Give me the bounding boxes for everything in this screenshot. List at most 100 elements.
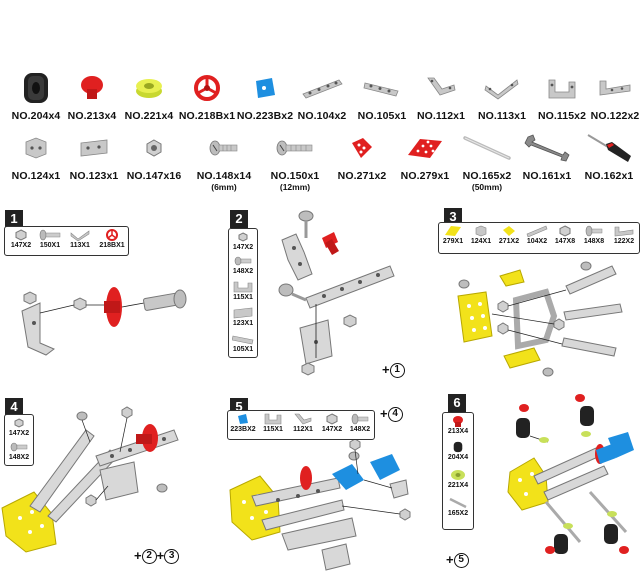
step-ref-circle: 4 [387,407,403,423]
step-parts-legend: 147X2 148X2 115X1 123X1 105X1 [228,228,258,358]
legend-label: 113X1 [70,242,90,249]
short-screw-icon [209,140,238,156]
legend-label: 148X2 [349,426,371,433]
part-label: NO.122x2 [590,110,640,122]
legend-label: 147X8 [554,238,576,245]
part-161: NO.161x1 [515,128,579,198]
nut-icon [326,413,338,425]
step-parts-legend: 147X2 150X1 113X1 218BX1 [4,226,129,256]
corner-block-icon [475,225,487,237]
step-number: 4 [5,398,23,416]
part-204: NO.204x4 [4,68,68,138]
step-number: 6 [448,394,466,412]
step-3-assembly-drawing [457,261,623,377]
legend-label: 115X1 [263,426,283,433]
part-label: NO.113x1 [477,110,527,122]
legend-label: 112X1 [293,426,313,433]
yellow-ring-icon [136,79,162,98]
parts-row-1: NO.204x4 NO.213x4 NO.221x4 NO.218Bx1 NO.… [0,68,642,138]
part-150: NO.150x1 (12mm) [263,128,327,198]
step-6-assembly-drawing [507,394,634,554]
part-label: NO.271x2 [337,170,387,182]
part-label: NO.213x4 [67,110,117,122]
screwdriver-icon [587,134,631,162]
step-4-assembly-drawing [1,406,179,553]
part-label: NO.150x1 [270,170,320,182]
plus-reference: +2+3 [134,548,180,565]
strip-icon [363,82,399,97]
legend-label: 218BX1 [99,242,125,249]
part-label: NO.147x16 [126,170,182,182]
legend-label: 123X1 [232,320,254,327]
legend-label: 223BX2 [230,426,256,433]
step-ref-circle: 2 [141,549,157,565]
tire-icon [24,73,48,103]
part-124: NO.124x1 [4,128,68,198]
step-2-assembly-drawing [278,210,395,376]
part-label: NO.104x2 [297,110,347,122]
red-cap-icon [81,76,103,99]
angle-bracket-icon [294,413,312,425]
step-number: 3 [444,208,462,226]
nut-icon [559,225,571,237]
step-parts-legend: 213X4 204X4 221X4 165X2 [442,412,474,530]
long-strip-icon [526,225,548,237]
plus-reference: +1 [382,362,405,379]
part-label: NO.105x1 [357,110,407,122]
legend-label: 105X1 [232,346,254,353]
short-screw-icon [10,442,28,452]
step-1-assembly-drawing [21,287,187,356]
part-213: NO.213x4 [60,68,124,138]
legend-label: 147X2 [232,244,254,251]
part-label: NO.221x4 [124,110,174,122]
legend-label: 165X2 [447,510,469,517]
red-grid-plate-icon [408,139,442,158]
part-label: NO.148x14 [196,170,252,182]
step-4: 4 147X2 148X2 +2+3 [0,396,215,576]
red-plate-icon [503,226,515,236]
step-6: 6 213X4 204X4 221X4 165X2 +5 [436,392,642,578]
u-bracket-icon [233,281,253,293]
red-plate-icon [352,138,372,158]
legend-label: 148X2 [8,454,30,461]
part-label: NO.218Bx1 [178,110,236,122]
parts-row-2: NO.124x1 NO.123x1 NO.147x16 NO.148x14 (6… [0,128,642,198]
legend-label: 147X2 [10,242,32,249]
long-screw-icon [276,140,313,156]
part-162: NO.162x1 [577,128,641,198]
l-bracket-icon [599,80,631,96]
u-bracket-icon [264,413,282,425]
part-label: NO.223Bx2 [236,110,294,122]
long-strip-icon [302,79,343,99]
yellow-ring-icon [451,470,465,480]
legend-label: 104X2 [526,238,548,245]
nut-icon [146,139,162,157]
plus-reference: +5 [446,552,469,569]
step-ref-circle: 5 [453,553,469,569]
part-165: NO.165x2 (50mm) [455,128,519,198]
step-1: 1 147X2 150X1 113X1 218BX1 [0,208,215,378]
part-123: NO.123x1 [62,128,126,198]
step-parts-legend: 223BX2 115X1 112X1 147X2 148X2 [227,410,375,440]
step-number: 2 [230,210,248,228]
short-screw-icon [351,413,369,425]
angle-bracket-icon [427,77,456,96]
axle-rod-icon [449,497,467,509]
legend-label: 147X2 [321,426,343,433]
part-104: NO.104x2 [290,68,354,138]
double-block-icon [80,139,108,157]
part-122: NO.122x2 [583,68,642,138]
legend-label: 150X1 [39,242,61,249]
wrench-icon [524,134,570,162]
step-parts-legend: 279X1 124X1 271X2 104X2 147X8 148X8 122X… [438,222,640,254]
strip-icon [232,335,254,345]
step-3: 3 279X1 124X1 271X2 104X2 147X8 148X8 12… [436,208,642,383]
part-label: NO.112x1 [416,110,466,122]
steering-wheel-icon [194,75,220,101]
legend-label: 148X2 [232,268,254,275]
corner-block-icon [25,137,47,159]
axle-rod-icon [463,136,511,160]
step-5: 5 223BX2 115X1 112X1 147X2 148X2 +4 [222,396,432,576]
part-113: NO.113x1 [470,68,534,138]
part-148: NO.148x14 (6mm) [192,128,256,198]
